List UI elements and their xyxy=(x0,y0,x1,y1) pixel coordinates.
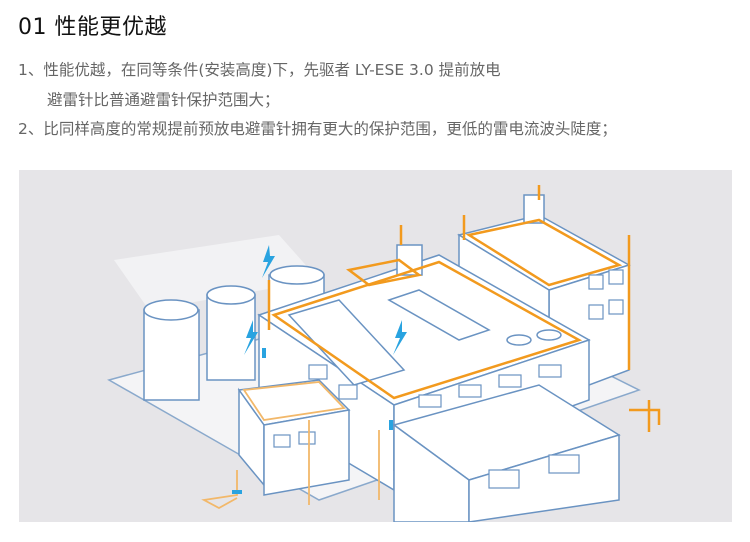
section-title: 01 性能更优越 xyxy=(18,15,167,40)
building-protection-illustration xyxy=(19,170,732,522)
feature-point-2: 2、比同样高度的常规提前预放电避雷针拥有更大的保护范围，更低的雷电流波头陡度； xyxy=(18,120,617,138)
feature-point-1-cont: 避雷针比普通避雷针保护范围大； xyxy=(47,91,280,109)
feature-point-1: 1、性能优越，在同等条件(安装高度)下，先驱者 LY-ESE 3.0 提前放电 xyxy=(18,61,501,79)
